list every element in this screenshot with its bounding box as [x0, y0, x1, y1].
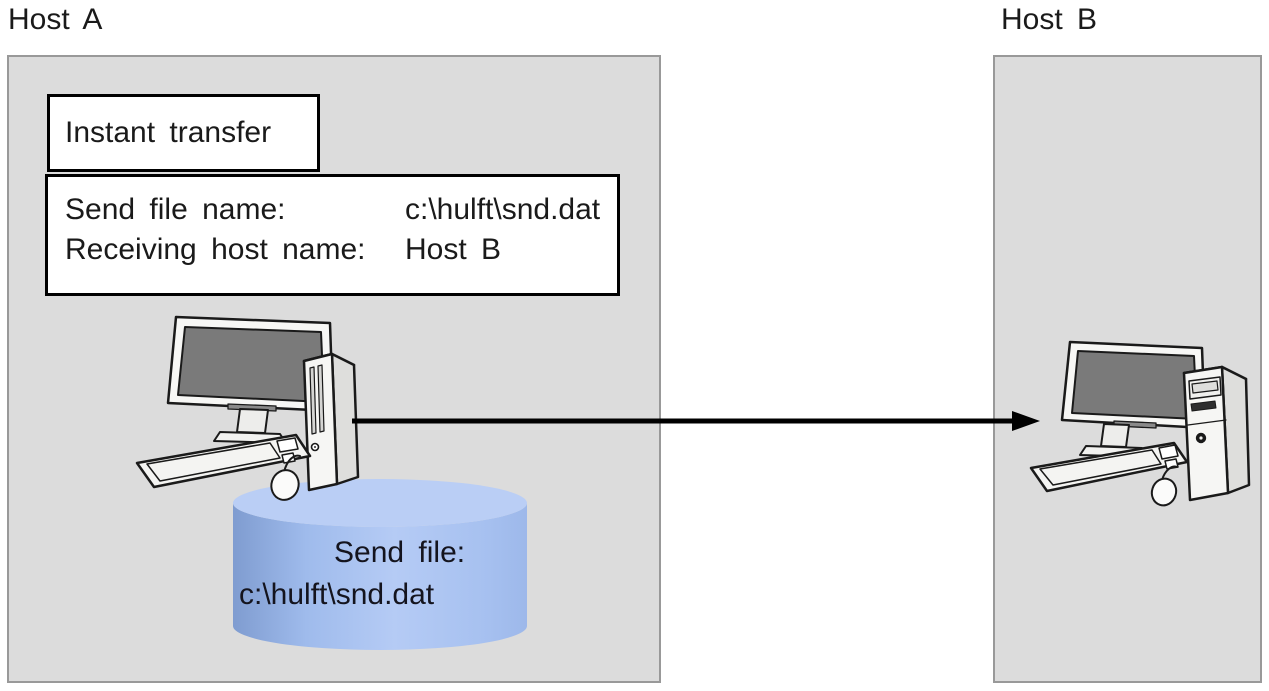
send-file-path: c:\hulft\snd.dat [239, 578, 435, 611]
host-a-label: Host A [8, 3, 103, 36]
transfer-arrow [352, 411, 1040, 431]
host-b-label: Host B [1001, 3, 1098, 36]
keyboard [135, 433, 312, 489]
detail-row-send-file: Send file name: c:\hulft\snd.dat [65, 190, 617, 230]
mouse [270, 454, 301, 501]
instant-transfer-title: Instant transfer [65, 116, 272, 149]
host-b-computer-icon [1029, 340, 1251, 507]
instant-transfer-box: Instant transfer [47, 94, 320, 172]
send-file-name-value: c:\hulft\snd.dat [405, 193, 601, 226]
send-file-caption: Send file: [334, 536, 466, 569]
tower [302, 352, 360, 492]
receiving-host-name-value: Host B [405, 233, 502, 266]
mouse [1150, 465, 1178, 507]
send-file-name-label: Send file name: [65, 193, 286, 226]
receiving-host-name-label: Receiving host name: [65, 233, 366, 266]
send-file-cylinder-icon [233, 479, 527, 650]
detail-row-receiving-host: Receiving host name: Host B [65, 230, 617, 270]
host-a-computer-icon [135, 315, 360, 501]
tower [1182, 365, 1251, 502]
keyboard [1029, 441, 1189, 493]
monitor [166, 315, 335, 413]
monitor [1060, 340, 1207, 430]
transfer-details-box: Send file name: c:\hulft\snd.dat Receivi… [45, 174, 620, 296]
